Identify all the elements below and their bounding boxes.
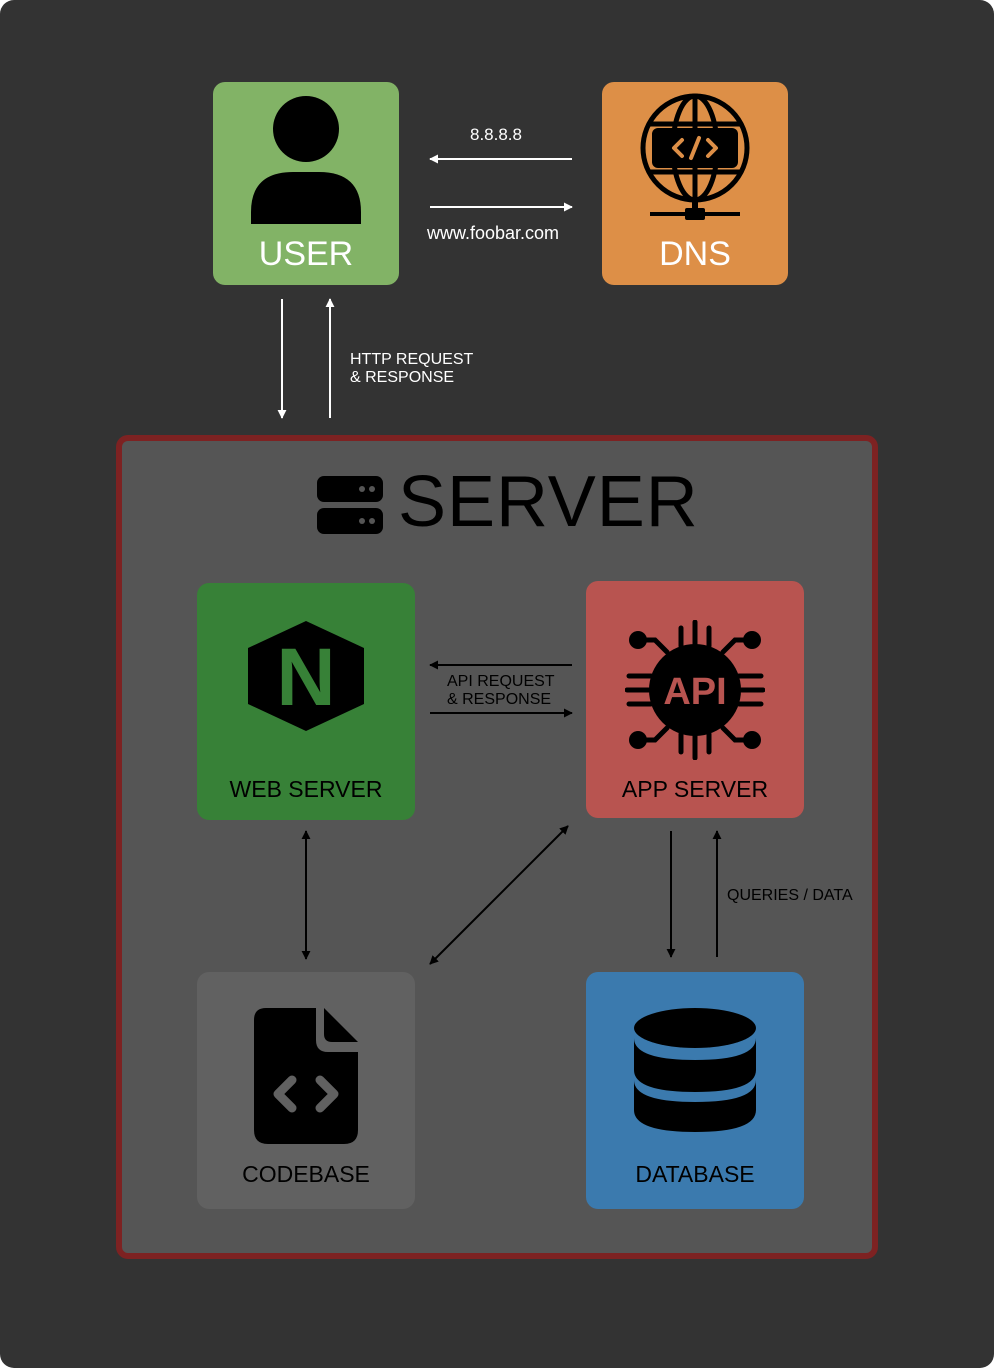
arrow-codebase-app — [429, 825, 569, 965]
dns-query-label: www.foobar.com — [427, 223, 560, 243]
database-node: DATABASE — [586, 972, 804, 1209]
codebase-label: CODEBASE — [242, 1161, 370, 1187]
user-node: USER — [213, 82, 399, 285]
nginx-logo-icon: N — [248, 621, 364, 731]
dns-node: DNS — [602, 82, 788, 285]
dns-response-label: 8.8.8.8 — [470, 125, 522, 144]
app-server-label: APP SERVER — [621, 776, 769, 802]
globe-code-icon — [640, 93, 750, 220]
api-label-line1: API REQUEST — [447, 673, 555, 690]
server-title: SERVER — [398, 462, 699, 542]
api-label-line2: & RESPONSE — [447, 691, 552, 708]
database-label: DATABASE — [635, 1161, 755, 1187]
queries-label: QUERIES / DATA — [727, 887, 853, 904]
user-icon — [251, 96, 361, 224]
web-server-label: WEB SERVER — [229, 776, 383, 802]
web-server-node: N WEB SERVER — [197, 583, 415, 820]
server-rack-icon — [317, 476, 383, 534]
database-icon — [634, 1008, 756, 1132]
code-file-icon — [254, 1008, 358, 1144]
codebase-node: CODEBASE — [197, 972, 415, 1209]
app-server-node: API APP SERVER — [586, 581, 804, 818]
api-chip-text: API — [663, 671, 726, 713]
dns-label: DNS — [659, 235, 731, 273]
user-label: USER — [258, 235, 354, 273]
api-chip-icon: API — [625, 620, 765, 760]
nginx-logo-letter: N — [276, 632, 335, 723]
http-label-line2: & RESPONSE — [350, 369, 455, 386]
http-label-line1: HTTP REQUEST — [350, 351, 474, 368]
